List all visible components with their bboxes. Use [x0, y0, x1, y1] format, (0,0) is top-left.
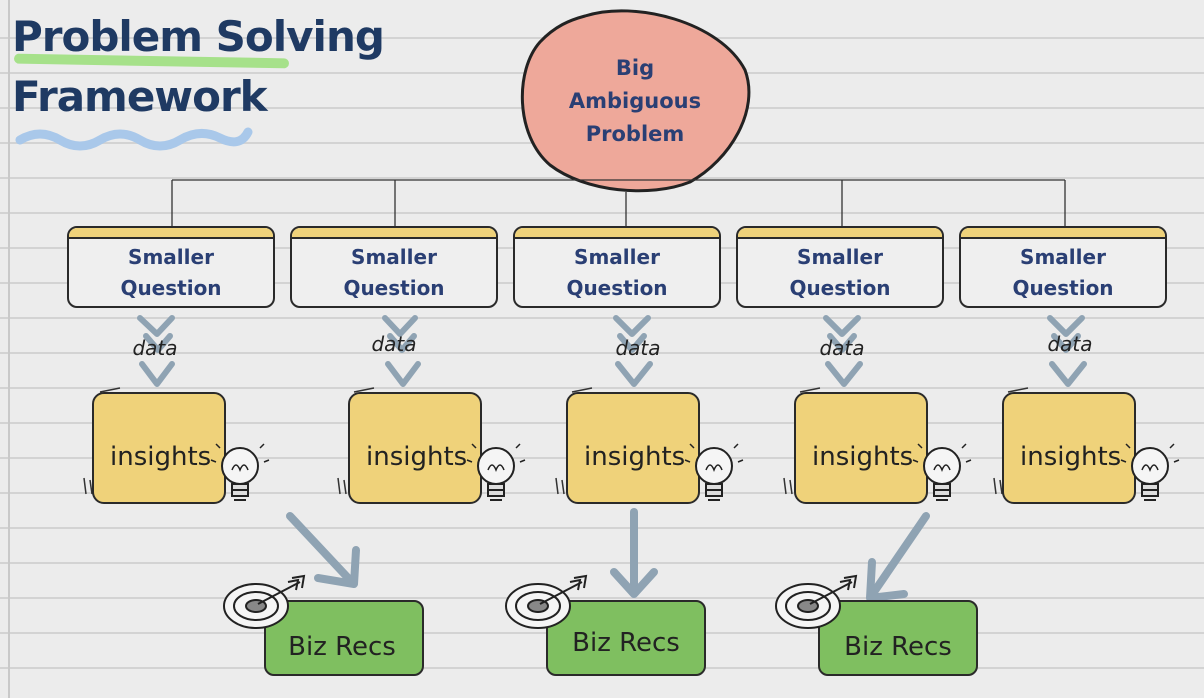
biz-recs-box	[818, 600, 978, 676]
question-label-line2: Question	[789, 276, 891, 300]
root-label-line1: Big	[615, 56, 655, 80]
notebook-margin	[8, 0, 10, 698]
title-squiggle	[15, 127, 253, 151]
question-box: Smaller Question	[67, 226, 275, 308]
question-label-line2: Question	[120, 276, 222, 300]
lightbulb-icon	[466, 443, 526, 501]
insight-box	[92, 392, 226, 504]
data-label: data	[1047, 332, 1093, 356]
question-label-line1: Smaller	[797, 245, 883, 269]
rec-arrow-1	[286, 512, 360, 588]
question-label-line2: Question	[343, 276, 445, 300]
target-icon	[775, 574, 858, 629]
biz-recs-box	[546, 600, 706, 676]
question-label-line1: Smaller	[1020, 245, 1106, 269]
chevron-1	[137, 315, 175, 387]
insight-label: insights	[110, 442, 212, 472]
question-label: Smaller Question	[515, 242, 719, 304]
question-box: Smaller Question	[959, 226, 1167, 308]
insight-box	[348, 392, 482, 504]
question-label-line2: Question	[566, 276, 668, 300]
data-label: data	[819, 336, 865, 360]
root-label-line3: Problem	[585, 122, 685, 146]
data-label: data	[615, 336, 661, 360]
lightbulb-icon	[912, 443, 972, 501]
connector-lines	[171, 179, 1066, 228]
rec-arrow-3	[866, 512, 930, 602]
question-box: Smaller Question	[290, 226, 498, 308]
insight-label: insights	[812, 442, 914, 472]
question-label-line1: Smaller	[574, 245, 660, 269]
insight-box	[794, 392, 928, 504]
biz-recs-box	[264, 600, 424, 676]
data-chevrons	[137, 315, 1087, 387]
data-label: data	[371, 332, 417, 356]
question-label: Smaller Question	[69, 242, 273, 304]
question-label-line2: Question	[1012, 276, 1114, 300]
chevron-4	[823, 315, 863, 387]
rec-arrow-2	[610, 508, 658, 598]
biz-recs-label: Biz Recs	[572, 628, 680, 658]
title-line-1: Problem Solving	[12, 12, 385, 61]
rec-arrows	[286, 508, 930, 602]
chevron-5	[1047, 315, 1087, 387]
question-label: Smaller Question	[738, 242, 942, 304]
question-label-line1: Smaller	[128, 245, 214, 269]
root-label-line2: Ambiguous	[568, 89, 702, 113]
question-label: Smaller Question	[961, 242, 1165, 304]
root-problem-label: Big Ambiguous Problem	[560, 52, 710, 151]
biz-recs-label: Biz Recs	[844, 632, 952, 662]
question-label: Smaller Question	[292, 242, 496, 304]
insight-label: insights	[1020, 442, 1122, 472]
question-box: Smaller Question	[513, 226, 721, 308]
insight-box	[566, 392, 700, 504]
insight-label: insights	[366, 442, 468, 472]
insight-label: insights	[584, 442, 686, 472]
root-blob	[520, 9, 751, 193]
biz-recs-label: Biz Recs	[288, 632, 396, 662]
chevron-2	[382, 315, 421, 387]
insight-box	[1002, 392, 1136, 504]
question-label-line1: Smaller	[351, 245, 437, 269]
lightbulb-icon	[210, 443, 270, 501]
lightbulb-icon	[1120, 443, 1180, 501]
lightbulb-icon	[684, 443, 744, 501]
target-icon	[505, 574, 588, 629]
data-label: data	[132, 336, 178, 360]
title-line-2: Framework	[12, 72, 268, 121]
chevron-3	[613, 315, 653, 387]
target-icon	[223, 574, 306, 629]
question-box: Smaller Question	[736, 226, 944, 308]
